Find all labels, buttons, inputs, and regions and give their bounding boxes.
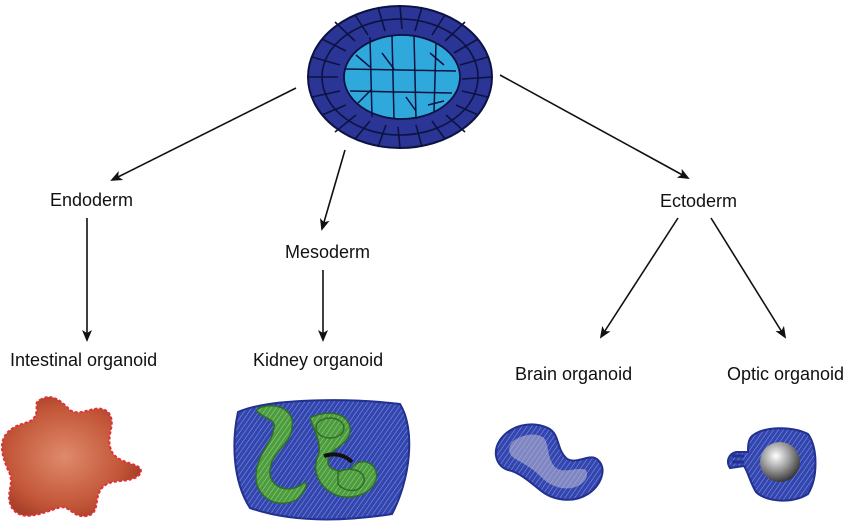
mesoderm-label: Mesoderm <box>285 242 371 262</box>
intestinal-organoid-label: Intestinal organoid <box>10 350 158 370</box>
kidney-organoid-label: Kidney organoid <box>253 350 384 370</box>
intestinal-organoid-icon <box>1 396 142 518</box>
ectoderm-label: Ectoderm <box>660 191 738 211</box>
arrow-to-mesoderm <box>319 149 346 231</box>
endoderm-label: Endoderm <box>50 190 134 210</box>
brain-organoid-label: Brain organoid <box>515 364 633 384</box>
arrow-to-optic <box>710 217 787 339</box>
embryoid-body-icon <box>307 5 493 149</box>
arrow-to-ectoderm <box>499 74 690 179</box>
arrow-to-endoderm <box>110 87 297 181</box>
arrow-to-brain <box>599 217 679 339</box>
optic-organoid-label: Optic organoid <box>727 364 845 384</box>
optic-organoid-icon <box>727 427 817 502</box>
kidney-organoid-icon <box>233 399 411 521</box>
brain-organoid-icon <box>494 423 604 501</box>
arrows <box>82 74 787 342</box>
